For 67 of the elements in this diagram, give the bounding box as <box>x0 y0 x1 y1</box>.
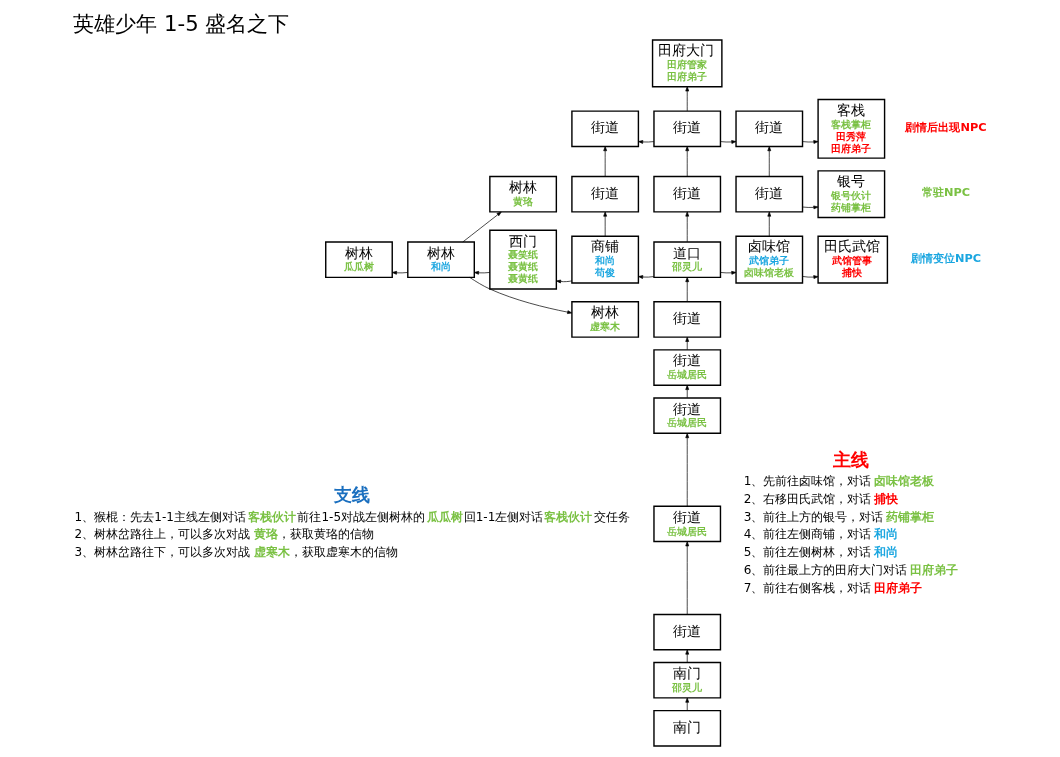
node-box: 田府大门 田府管家 田府弟子 <box>651 39 723 88</box>
arrow <box>767 211 772 237</box>
arrow <box>720 140 737 144</box>
node-box: 街道 <box>653 175 722 213</box>
node-box: 街道 岳城居民 <box>653 397 722 435</box>
arrow <box>462 211 502 243</box>
label: 4、前往左侧商铺，对话和尚 <box>743 527 898 542</box>
label: 6、前往最上方的田府大门对话田府弟子 <box>743 562 959 577</box>
node-box: 道口 邵灵儿 <box>653 241 722 279</box>
node-box: 西门 聂笑纸 聂黄纸 聂黄纸 <box>489 229 558 290</box>
arrow <box>802 140 819 144</box>
node-box: 街道 岳城居民 <box>653 349 722 386</box>
arrow <box>685 277 690 302</box>
arrow <box>638 275 655 279</box>
node-box: 卤味馆 武馆弟子 卤味馆老板 <box>735 235 804 284</box>
node-box: 街道 <box>571 110 640 148</box>
label: 5、前往左侧树林，对话和尚 <box>743 545 898 560</box>
arrow <box>685 385 690 399</box>
node-box: 街道 <box>653 613 722 651</box>
arrow <box>685 86 690 112</box>
label: 7、前往右侧客栈，对话田府弟子 <box>743 580 922 595</box>
arrow <box>685 146 690 177</box>
node-box: 银号 银号伙计 药铺掌柜 <box>817 170 886 219</box>
arrow <box>685 697 690 711</box>
arrow <box>638 140 655 144</box>
arrow <box>556 279 573 284</box>
arrow <box>720 271 737 275</box>
arrow <box>685 433 690 507</box>
node-box: 街道 <box>735 110 804 148</box>
label: 2、右移田氏武馆，对话捕快 <box>743 492 898 507</box>
arrow <box>391 271 409 275</box>
legend-label: 剧情后出现NPC <box>905 120 987 134</box>
node-box: 街道 <box>653 301 722 338</box>
label: 2、树林岔路往上，可以多次对战黄珞，获取黄珞的信物 <box>74 527 375 542</box>
arrow <box>474 271 491 275</box>
node-box: 街道 岳城居民 <box>653 505 722 543</box>
arrow <box>767 146 772 177</box>
arrow <box>603 211 607 237</box>
node-box: 南门 <box>653 709 722 747</box>
node-box: 田氏武馆 武馆管事 捕快 <box>817 235 889 284</box>
node-box: 树林 和尚 <box>407 241 475 279</box>
node-box: 街道 <box>571 175 640 213</box>
diagram-title: 英雄少年 1-5 盛名之下 <box>73 10 290 36</box>
node-box: 商铺 和尚 苟俊 <box>571 235 640 284</box>
legend-label: 常驻NPC <box>922 186 971 200</box>
node-box: 南门 邵灵儿 <box>653 661 722 699</box>
arrow <box>685 541 690 615</box>
label: 主线 <box>832 448 869 470</box>
arrow <box>685 211 690 243</box>
label: 1、猴棍：先去1-1主线左侧对话客栈伙计前往1-5对战左侧树林的瓜瓜树回1-1左侧对话客栈伙计交任务 <box>74 509 630 524</box>
node-box: 树林 虚寒木 <box>571 301 640 338</box>
arrow <box>685 336 690 351</box>
label: 1、先前往卤味馆，对话卤味馆老板 <box>743 474 934 489</box>
node-box: 客栈 客栈掌柜 田秀萍 田府弟子 <box>817 98 886 159</box>
node-box: 街道 <box>653 110 722 148</box>
node-box: 树林 瓜瓜树 <box>325 241 393 279</box>
label: 3、前往上方的银号，对话药铺掌柜 <box>743 509 934 524</box>
label: 3、树林岔路往下，可以多次对战虚寒木，获取虚寒木的信物 <box>74 545 399 560</box>
arrow <box>802 275 819 279</box>
node-box: 街道 <box>735 175 804 213</box>
node-box: 树林 黄珞 <box>489 175 558 213</box>
arrow <box>802 205 819 210</box>
arrow <box>603 146 607 177</box>
legend-label: 剧情变位NPC <box>911 251 982 265</box>
arrow <box>469 277 573 314</box>
arrow <box>685 649 690 663</box>
label: 支线 <box>333 484 370 506</box>
